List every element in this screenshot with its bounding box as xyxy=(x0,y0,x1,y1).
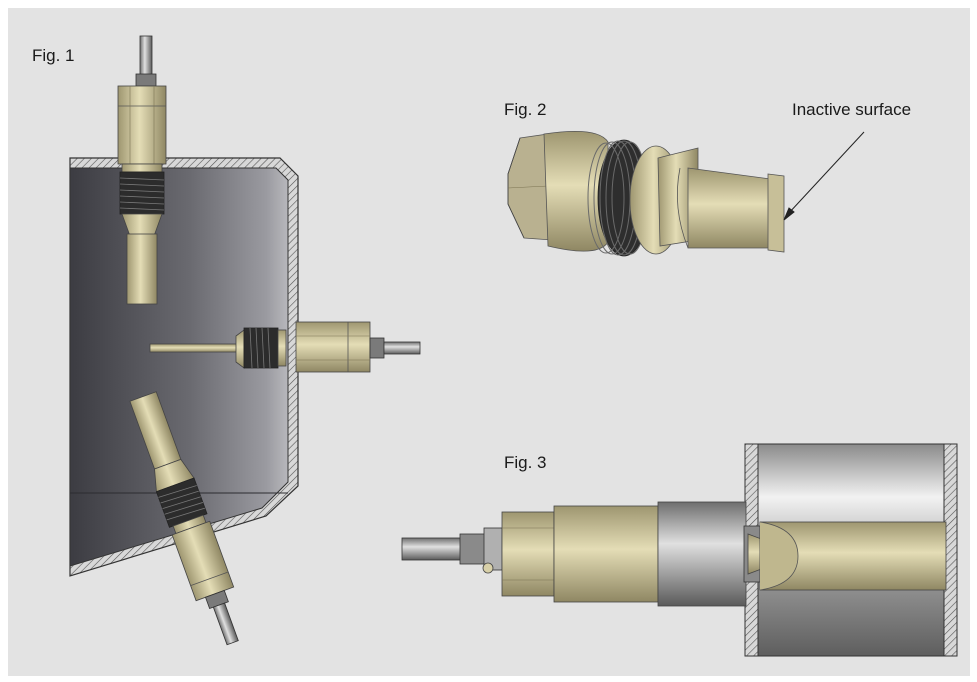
fig1-side-sensor xyxy=(149,321,421,373)
illustration-panel: Fig. 1 Fig. 2 Fig. 3 Inactive surface xyxy=(8,8,970,676)
fig1-top-sensor xyxy=(117,35,167,305)
fig3-sensor xyxy=(401,501,947,607)
fig3-label: Fig. 3 xyxy=(504,453,547,472)
fig2-label: Fig. 2 xyxy=(504,100,547,119)
inactive-surface-annotation: Inactive surface xyxy=(792,100,912,119)
fig2-sensor xyxy=(507,130,865,257)
fig1-angled-sensor xyxy=(129,391,239,646)
fig1-label: Fig. 1 xyxy=(32,46,75,65)
sensor-installation-diagram xyxy=(69,35,958,657)
